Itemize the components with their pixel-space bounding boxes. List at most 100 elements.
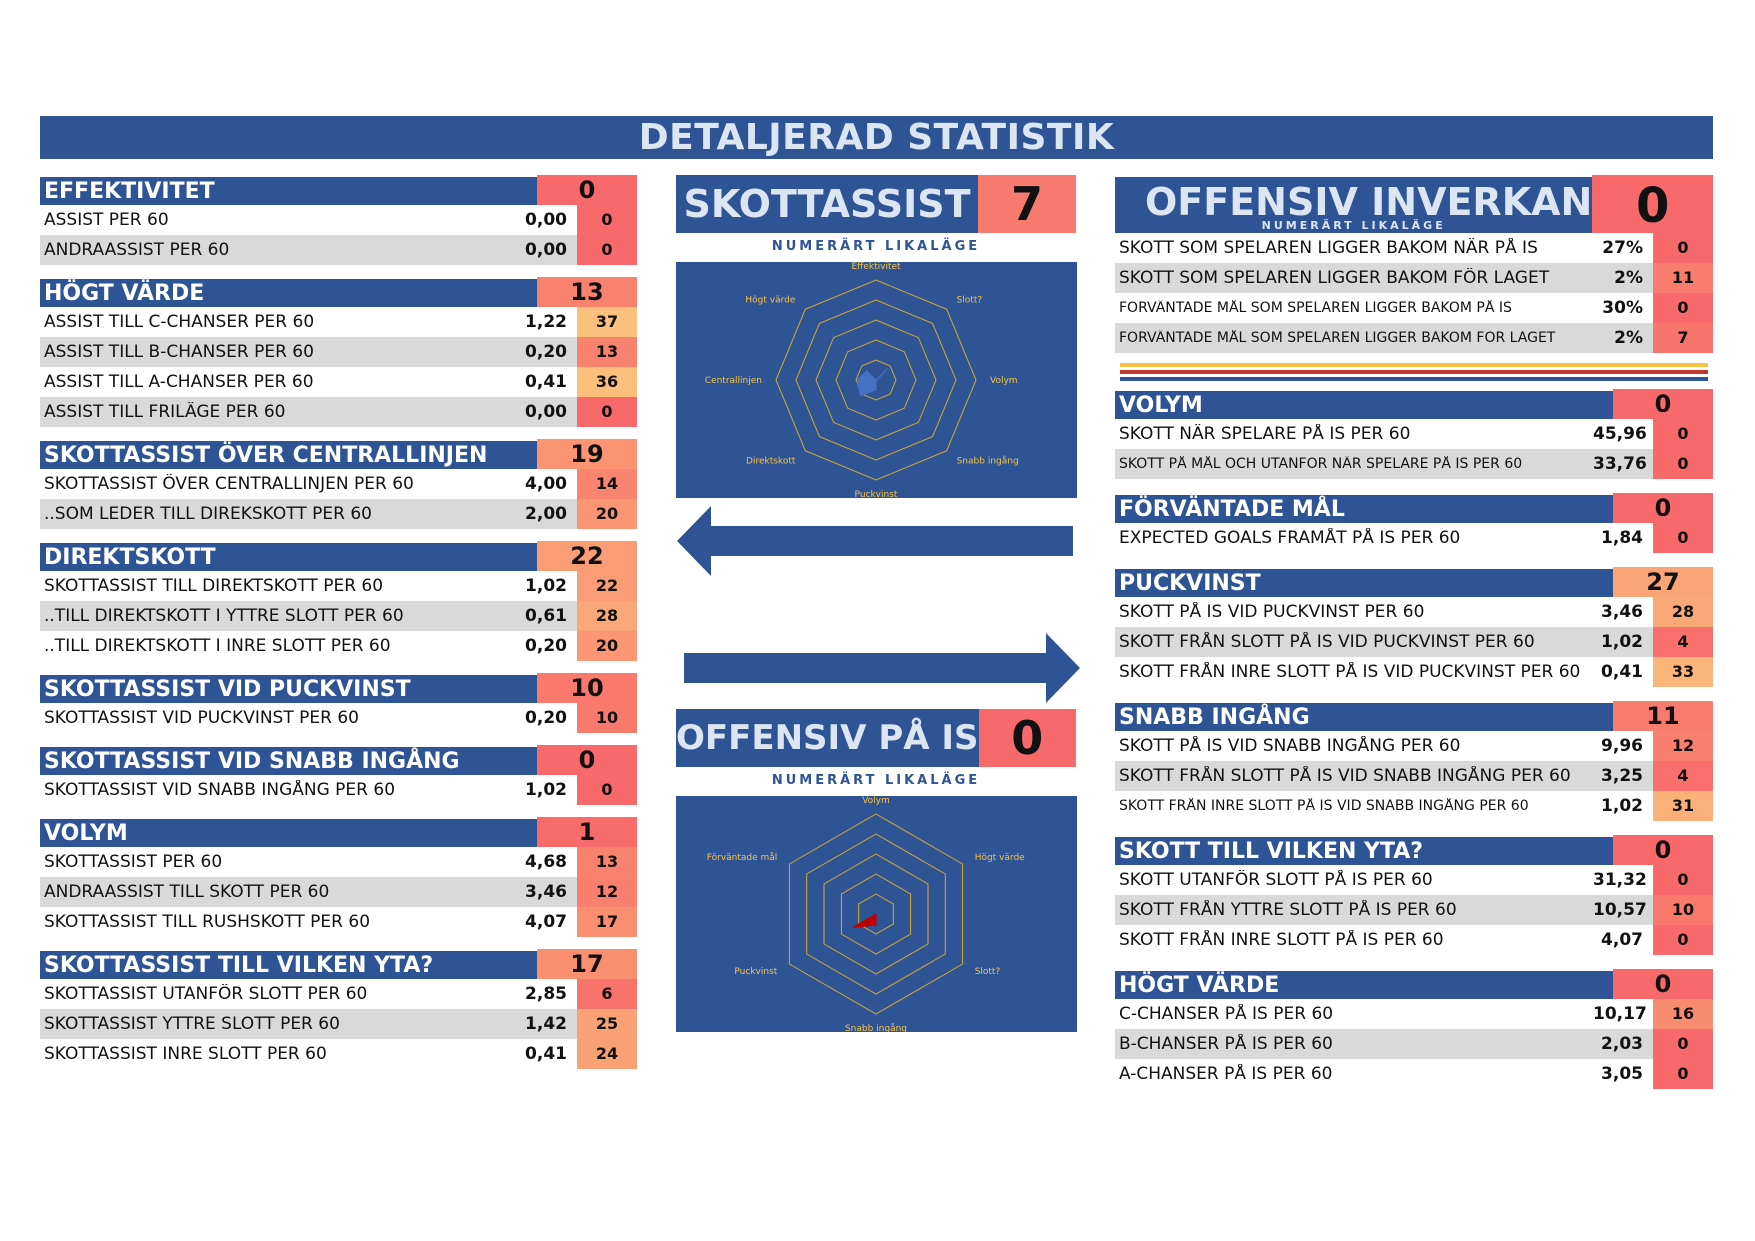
section-title: HÖGT VÄRDE bbox=[1115, 969, 1613, 999]
offensiv-inverkan-title: OFFENSIV INVERKAN NUMERÄRT LIKALÄGE bbox=[1115, 175, 1593, 233]
stat-score: 6 bbox=[577, 979, 637, 1009]
section-score: 1 bbox=[537, 817, 637, 847]
stat-score: 0 bbox=[1653, 1059, 1713, 1089]
stat-label: ANDRAASSIST PER 60 bbox=[44, 240, 230, 260]
radar-axis-label: Förväntade mål bbox=[707, 852, 778, 863]
section-header: SKOTT TILL VILKEN YTA?0 bbox=[1115, 835, 1713, 865]
offensiv-pa-is-subtitle: NUMERÄRT LIKALÄGE bbox=[771, 773, 981, 788]
stat-row: SKOTT FRÅN SLOTT PÅ IS VID PUCKVINST PER… bbox=[1115, 627, 1713, 657]
radar-gridline bbox=[806, 833, 946, 995]
section-score: 13 bbox=[537, 277, 637, 307]
stat-row: SKOTT FRÅN INRE SLOTT PÅ IS VID SNABB IN… bbox=[1115, 791, 1713, 821]
stat-score: 0 bbox=[577, 205, 637, 235]
stat-value: 0,20 bbox=[525, 342, 567, 362]
skottassist-header: SKOTTASSIST 7 NUMERÄRT LIKALÄGE bbox=[676, 175, 1076, 254]
section-header: SKOTTASSIST TILL VILKEN YTA?17 bbox=[40, 949, 637, 979]
stat-value: 2,85 bbox=[525, 984, 567, 1004]
stat-score: 12 bbox=[577, 877, 637, 907]
section-title: EFFEKTIVITET bbox=[40, 175, 537, 205]
stat-label: SKOTT FRÅN INRE SLOTT PÅ IS VID SNABB IN… bbox=[1119, 798, 1529, 814]
section-title: FÖRVÄNTADE MÅL bbox=[1115, 493, 1613, 523]
stat-value: 33,76 bbox=[1593, 454, 1647, 474]
stat-value: 1,22 bbox=[525, 312, 567, 332]
radar-axis-label: Volym bbox=[990, 376, 1018, 386]
stat-score: 0 bbox=[1653, 1029, 1713, 1059]
stat-label: SKOTTASSIST VID PUCKVINST PER 60 bbox=[44, 708, 359, 728]
arrow-right-icon bbox=[684, 633, 1080, 703]
radar-gridline bbox=[835, 339, 917, 421]
stat-row: SKOTT SOM SPELAREN LIGGER BAKOM FÖR LAGE… bbox=[1115, 263, 1713, 293]
stat-value: 3,25 bbox=[1601, 766, 1643, 786]
stat-label: SKOTT PÅ IS VID PUCKVINST PER 60 bbox=[1119, 602, 1425, 622]
stat-label: ..SOM LEDER TILL DIREKSKOTT PER 60 bbox=[44, 504, 372, 524]
stat-score: 0 bbox=[1653, 523, 1713, 553]
section-title: DIREKTSKOTT bbox=[40, 541, 537, 571]
stat-value: 27% bbox=[1602, 238, 1643, 258]
stat-label: SKOTT SOM SPELAREN LIGGER BAKOM FÖR LAGE… bbox=[1119, 268, 1550, 288]
radar-series-area bbox=[852, 913, 877, 928]
stat-value: 0,00 bbox=[525, 402, 567, 422]
stat-value: 3,46 bbox=[1601, 602, 1643, 622]
stat-label: SKOTT FRÅN INRE SLOTT PÅ IS VID PUCKVINS… bbox=[1119, 662, 1581, 682]
stat-score: 25 bbox=[577, 1009, 637, 1039]
stat-value: 0,41 bbox=[525, 1044, 567, 1064]
stat-value: 9,96 bbox=[1601, 736, 1643, 756]
radar-axis-label: Högt värde bbox=[975, 853, 1025, 863]
stat-score: 20 bbox=[577, 499, 637, 529]
section-score: 0 bbox=[1613, 835, 1713, 865]
stat-label: SKOTT PÅ MÅL OCH UTANFÖR NÄR SPELARE PÅ … bbox=[1119, 456, 1523, 472]
section-score: 0 bbox=[1613, 969, 1713, 999]
stat-score: 0 bbox=[577, 397, 637, 427]
stat-score: 31 bbox=[1653, 791, 1713, 821]
stat-value: 1,02 bbox=[1601, 796, 1643, 816]
stat-label: C-CHANSER PÅ IS PER 60 bbox=[1119, 1004, 1334, 1024]
stat-label: FÖRVÄNTADE MÅL SOM SPELAREN LIGGER BAKOM… bbox=[1119, 300, 1512, 316]
section-title: PUCKVINST bbox=[1115, 567, 1613, 597]
section-title: SKOTT TILL VILKEN YTA? bbox=[1115, 835, 1613, 865]
right-column: OFFENSIV INVERKAN NUMERÄRT LIKALÄGE 0 SK… bbox=[1115, 175, 1713, 1103]
stat-score: 13 bbox=[577, 847, 637, 877]
radar-axis-label: Effektivitet bbox=[851, 262, 901, 272]
stat-value: 30% bbox=[1602, 298, 1643, 318]
stat-score: 36 bbox=[577, 367, 637, 397]
stat-value: 1,42 bbox=[525, 1014, 567, 1034]
stat-score: 0 bbox=[577, 775, 637, 805]
stat-score: 13 bbox=[577, 337, 637, 367]
stat-label: SKOTTASSIST INRE SLOTT PER 60 bbox=[44, 1044, 327, 1064]
radar-gridline bbox=[795, 299, 957, 461]
stat-label: A-CHANSER PÅ IS PER 60 bbox=[1119, 1064, 1333, 1084]
stat-score: 37 bbox=[577, 307, 637, 337]
stat-label: SKOTT FRÅN INRE SLOTT PÅ IS PER 60 bbox=[1119, 930, 1444, 950]
stat-label: SKOTT FRÅN YTTRE SLOTT PÅ IS PER 60 bbox=[1119, 900, 1457, 920]
offensiv-inverkan-score: 0 bbox=[1592, 175, 1713, 234]
stat-value: 0,00 bbox=[525, 210, 567, 230]
section-title: SKOTTASSIST VID PUCKVINST bbox=[40, 673, 537, 703]
offensiv-inverkan-title-text: OFFENSIV INVERKAN bbox=[1145, 180, 1593, 224]
page-title: DETALJERAD STATISTIK bbox=[40, 116, 1713, 159]
stat-value: 31,32 bbox=[1593, 870, 1647, 890]
stat-score: 16 bbox=[1653, 999, 1713, 1029]
stat-value: 1,02 bbox=[525, 780, 567, 800]
stat-label: SKOTTASSIST TILL DIREKTSKOTT PER 60 bbox=[44, 576, 384, 596]
